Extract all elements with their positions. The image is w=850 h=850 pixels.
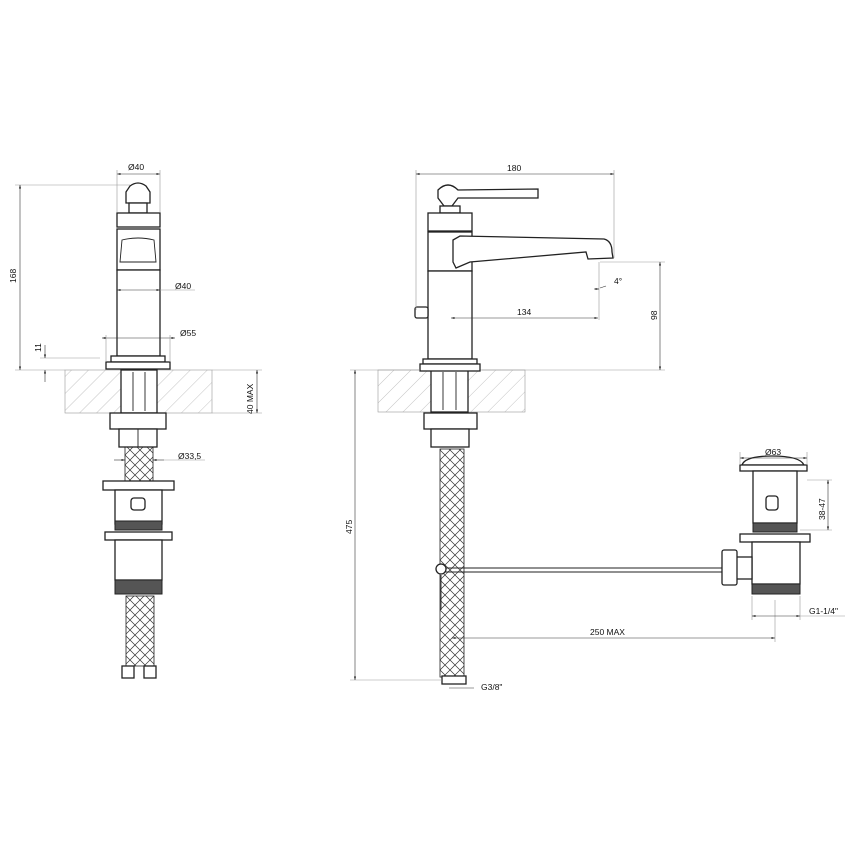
dim-drain-range: 38-47: [817, 498, 827, 520]
dim-shank-diameter: Ø33,5: [178, 451, 201, 461]
dim-drain-thread: G1-1/4": [809, 606, 838, 616]
dim-hose-length: 475: [344, 520, 354, 534]
faucet-body: [116, 269, 161, 357]
dim-rod-length: 250 MAX: [590, 627, 625, 637]
popup-button: [414, 306, 429, 319]
dim-base-diameter: Ø55: [180, 328, 196, 338]
dim-spout-height: 98: [649, 310, 659, 320]
dim-base-height: 11: [33, 343, 43, 352]
dim-height: 168: [8, 269, 18, 283]
dim-drain-diameter: Ø63: [765, 447, 781, 457]
handle-knob: [125, 182, 151, 204]
supply-hoses-front: [439, 448, 465, 678]
dim-counter-thickness: 40 MAX: [245, 383, 255, 414]
base-flange: [105, 361, 171, 370]
dim-top-diameter: Ø40: [128, 162, 144, 172]
drain-plug: [741, 455, 806, 466]
rod-connector: [721, 549, 738, 586]
dim-spout-reach: 134: [517, 307, 531, 317]
lever-handle: [437, 184, 539, 207]
drain-cap: [102, 480, 175, 491]
supply-hoses: [124, 446, 154, 483]
front-view: 180 98 4° 134 475 G3/8" 250 MAX Ø63 38-4…: [344, 163, 845, 692]
dim-reach-total: 180: [507, 163, 521, 173]
dim-spout-angle: 4°: [614, 276, 622, 286]
spout: [452, 235, 614, 269]
drain-body: [114, 539, 163, 581]
rod-clamp: [435, 563, 447, 575]
dim-body-diameter: Ø40: [175, 281, 191, 291]
lock-nut: [109, 412, 167, 430]
side-view: Ø40 168 Ø40 Ø55 11 40 MAX Ø33,5: [8, 162, 262, 679]
dim-hose-thread: G3/8": [481, 682, 502, 692]
shank: [120, 369, 158, 414]
cartridge-cap: [116, 212, 161, 228]
drain-body-front: [751, 541, 801, 585]
